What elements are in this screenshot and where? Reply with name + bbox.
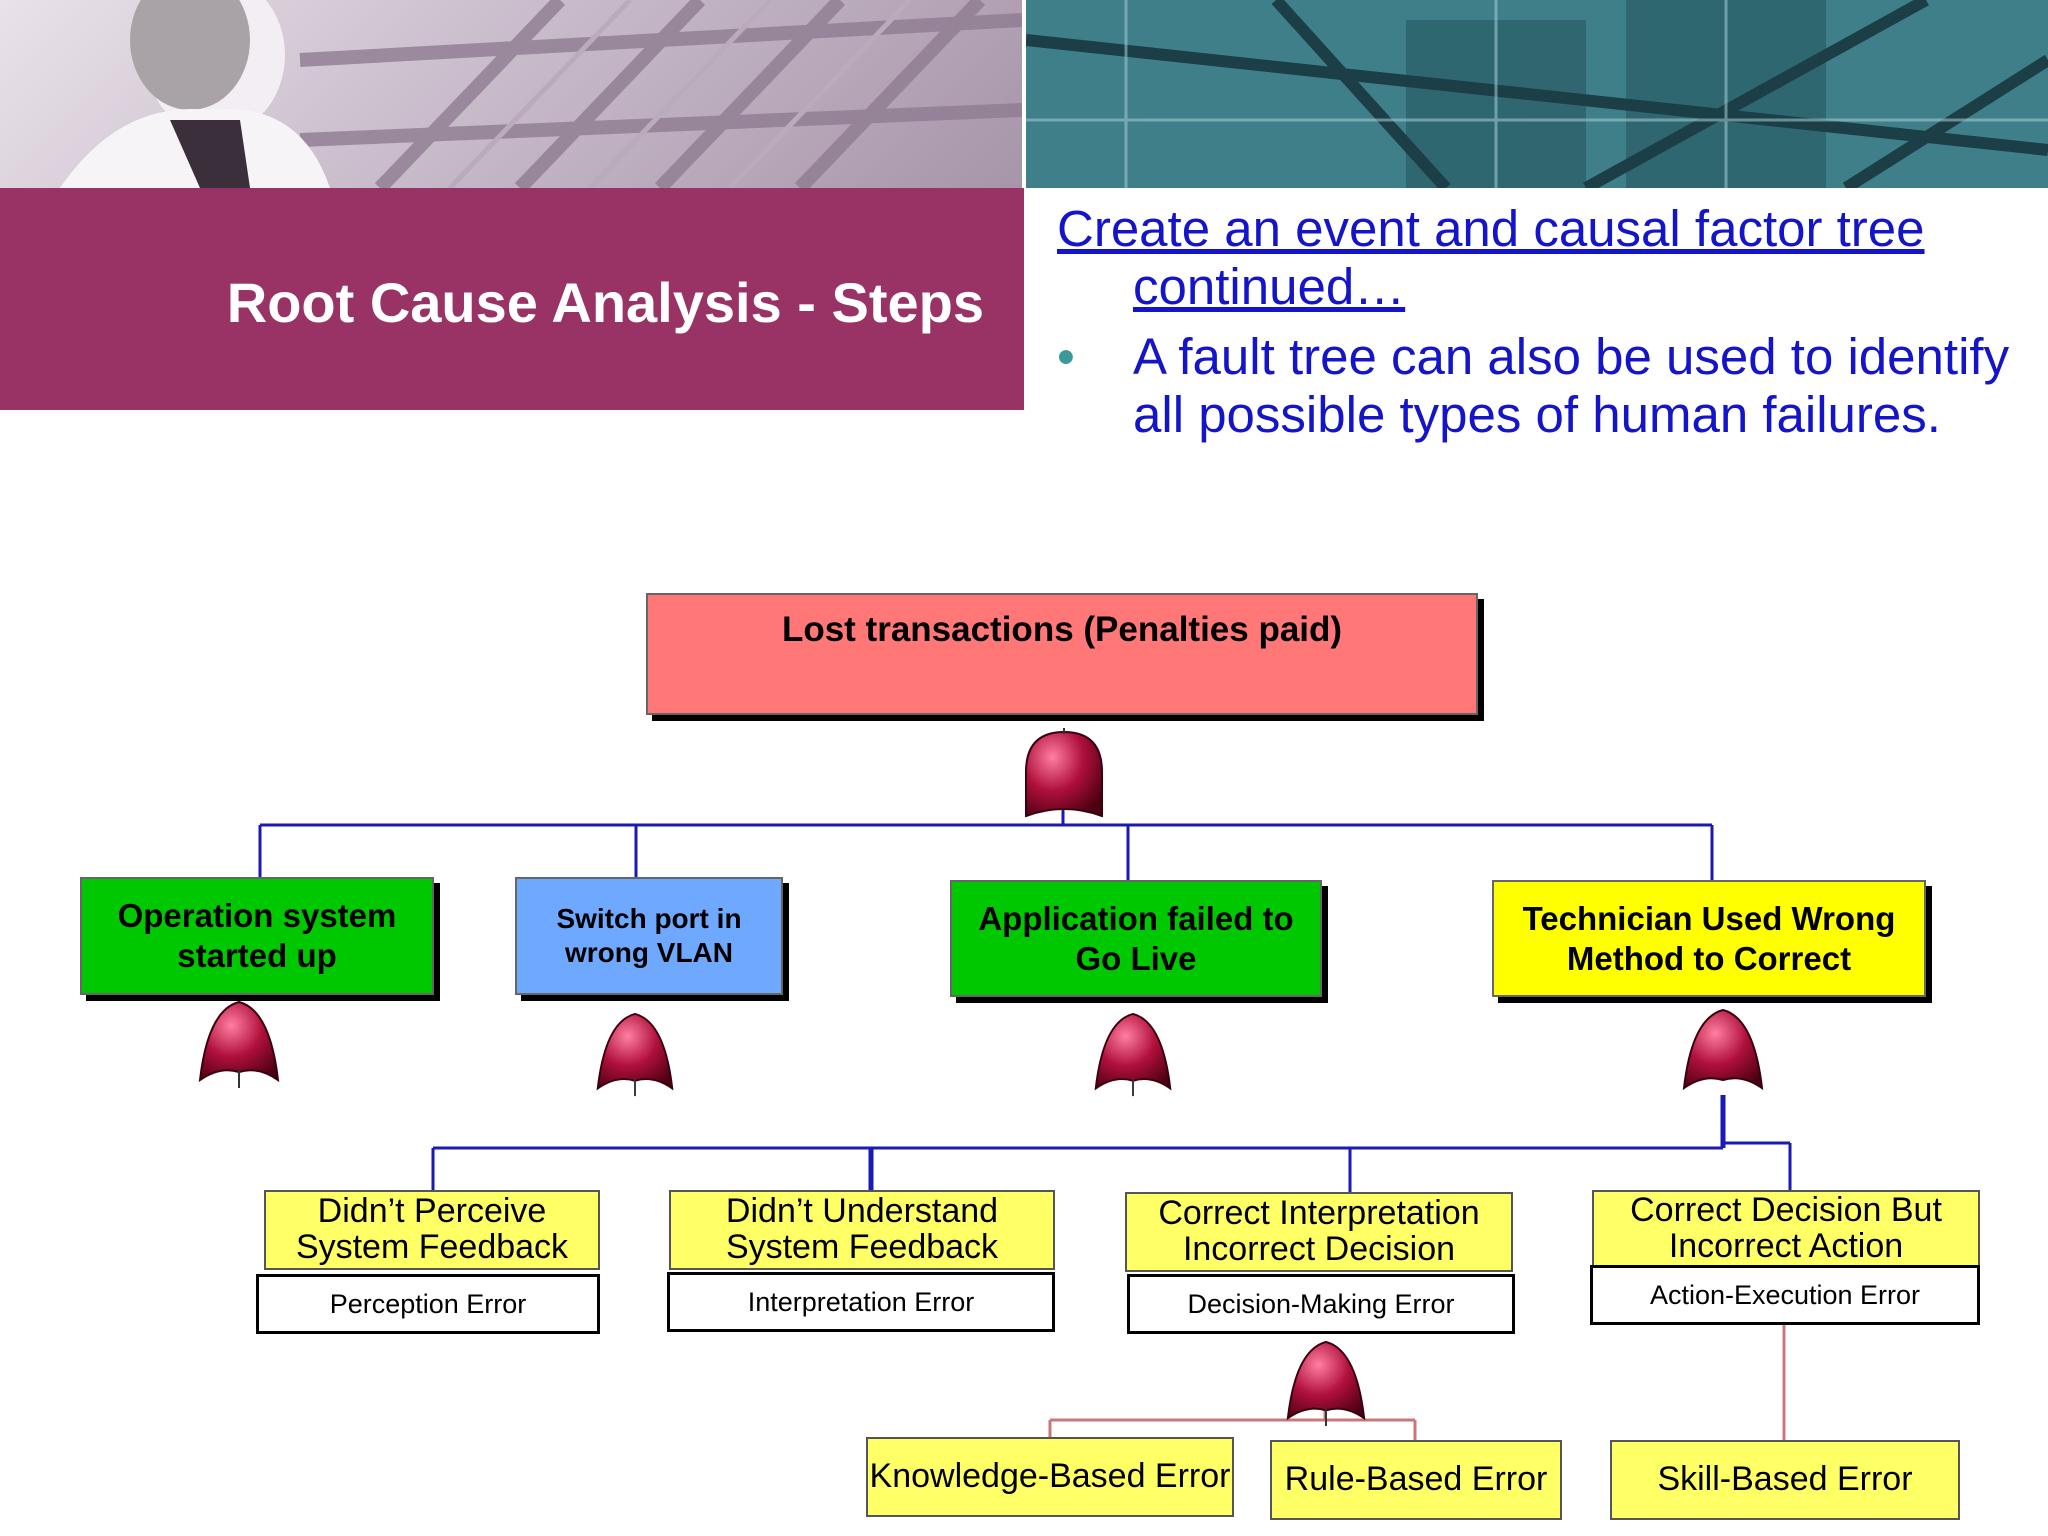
level1-node-application-failed: Application failed to Go Live [950, 880, 1322, 997]
level2-node-didnt-understand: Didn’t Understand System Feedback [669, 1190, 1055, 1270]
bullet-dot-icon: • [1057, 328, 1075, 385]
error-type-box-interpretation: Interpretation Error [667, 1272, 1055, 1332]
error-type-label: Action-Execution Error [1649, 1279, 1921, 1310]
level2-node-label: Correct Decision But Incorrect Action [1630, 1191, 1942, 1265]
error-type-box-decision-making: Decision-Making Error [1127, 1274, 1515, 1334]
error-type-label: Interpretation Error [747, 1286, 975, 1317]
or-gate-icon [596, 1012, 674, 1097]
level1-node-label: Operation system started up [117, 897, 397, 974]
bullet-text: A fault tree can also be used to identif… [1133, 328, 2010, 443]
level2-node-didnt-perceive: Didn’t Perceive System Feedback [264, 1190, 600, 1270]
or-gate-icon [1094, 1012, 1172, 1097]
level1-node-switch-port: Switch port in wrong VLAN [515, 877, 783, 995]
level3-node-knowledge-based: Knowledge-Based Error [866, 1437, 1234, 1517]
level3-node-label: Skill-Based Error [1657, 1460, 1913, 1499]
level2-node-correct-decision: Correct Decision But Incorrect Action [1592, 1190, 1980, 1268]
top-event-box: Lost transactions (Penalties paid) [646, 593, 1478, 715]
level1-node-label: Switch port in wrong VLAN [556, 903, 742, 968]
level3-node-label: Rule-Based Error [1284, 1460, 1548, 1499]
level2-node-label: Didn’t Perceive System Feedback [295, 1192, 569, 1266]
header-photo-woman-on-phone [0, 0, 1022, 188]
level3-node-rule-based: Rule-Based Error [1270, 1440, 1562, 1520]
level1-node-technician-wrong-method: Technician Used Wrong Method to Correct [1492, 880, 1926, 997]
level3-node-label: Knowledge-Based Error [869, 1457, 1231, 1496]
or-gate-icon [1025, 728, 1103, 818]
or-gate-icon [198, 1000, 280, 1088]
level2-node-label: Didn’t Understand System Feedback [725, 1192, 999, 1266]
level3-node-skill-based: Skill-Based Error [1610, 1440, 1960, 1520]
bullet-item: • A fault tree can also be used to ident… [1057, 328, 2017, 444]
level1-node-operation-system: Operation system started up [80, 877, 434, 995]
level2-node-correct-interpretation: Correct Interpretation Incorrect Decisio… [1125, 1192, 1513, 1272]
heading-link[interactable]: Create an event and causal factor tree c… [1057, 200, 1925, 315]
level2-node-label: Correct Interpretation Incorrect Decisio… [1158, 1194, 1480, 1268]
header-photo-glass-building [1026, 0, 2048, 188]
level1-node-label: Application failed to Go Live [978, 899, 1294, 977]
error-type-label: Decision-Making Error [1187, 1288, 1455, 1319]
error-type-box-perception: Perception Error [256, 1274, 600, 1334]
slide-title: Root Cause Analysis - Steps [226, 271, 984, 334]
or-gate-icon [1286, 1340, 1366, 1427]
or-gate-icon [1682, 1008, 1764, 1091]
top-event-label: Lost transactions (Penalties paid) [781, 610, 1343, 649]
level1-node-label: Technician Used Wrong Method to Correct [1522, 899, 1896, 977]
error-type-box-action-execution: Action-Execution Error [1590, 1265, 1980, 1325]
error-type-label: Perception Error [329, 1288, 527, 1319]
title-band: Root Cause Analysis - Steps [0, 188, 1024, 410]
slide-text-block: Create an event and causal factor tree c… [1057, 200, 2017, 444]
